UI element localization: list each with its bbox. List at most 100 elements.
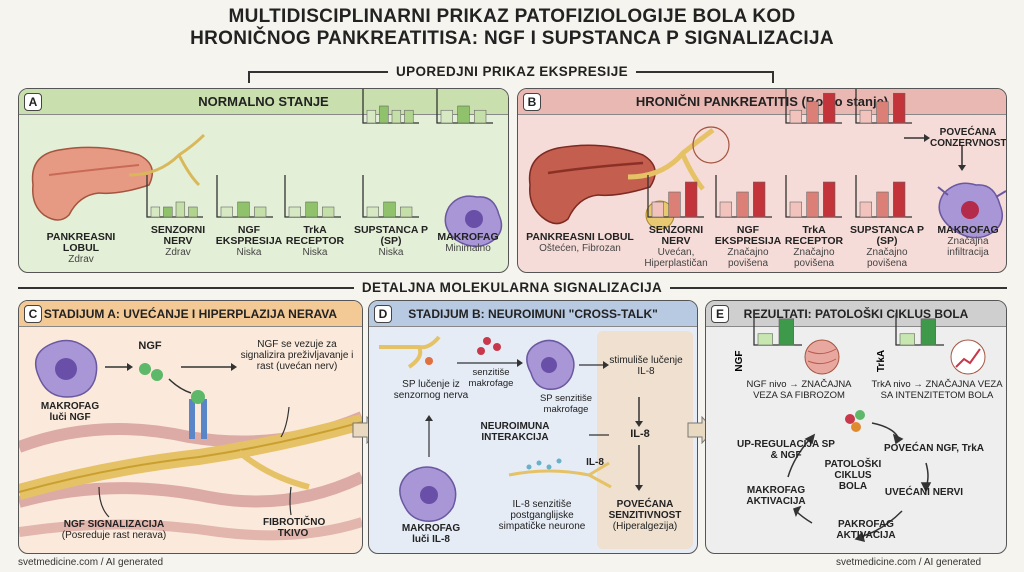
- panel-d-senz-makro: senzitiše makrofage: [468, 367, 514, 389]
- panel-e-makro: MAKROFAG AKTIVACIJA: [746, 485, 806, 507]
- section1-bracket-right: [772, 71, 774, 83]
- chart-bar: [893, 181, 906, 218]
- chart-bar: [457, 105, 470, 124]
- chart-bar: [876, 191, 889, 218]
- chart-bar: [220, 206, 233, 218]
- chart-bar: [404, 109, 414, 124]
- chart-bar: [366, 206, 379, 218]
- panel-c-ngf-label: NGF: [138, 340, 162, 352]
- chart-bar: [651, 201, 664, 218]
- macrophage-bottom-icon: [399, 466, 457, 522]
- panel-a-illustration: [31, 133, 503, 248]
- macrophage-icon: [34, 339, 98, 398]
- panel-b-illustration: [528, 126, 1006, 239]
- chart-bar: [823, 181, 836, 218]
- footer-left: svetmedicine.com / AI generated: [18, 557, 164, 568]
- enlarged-nerve-icon: [19, 414, 362, 500]
- chart-bar: [288, 206, 301, 218]
- chart-bar: [859, 201, 872, 218]
- panel-b-arrow-label: POVEĆANA CONZERVNOST: [930, 127, 1007, 149]
- panel-e-title: REZULTATI: PATOLOŠKI CIKLUS BOLA: [706, 301, 1006, 327]
- panel-e-illustration: [787, 339, 986, 543]
- arrow-down-icon: [958, 145, 966, 171]
- pancreas-healthy-icon: [31, 133, 206, 221]
- panel-d-il8-senz: IL-8 senzitiše postganglijske simpatičke…: [498, 499, 586, 532]
- panel-d-sp-release: SP lučenje iz senzornog nerva: [393, 379, 469, 401]
- chart-bar: [150, 206, 161, 218]
- chart-bar: [685, 181, 698, 218]
- chart-bar: [254, 206, 267, 218]
- panel-d-pov-senz: POVEĆANA SENZITIVNOST(Hiperalgezija): [608, 499, 682, 532]
- panel-d: D STADIJUM B: NEUROIMUNI "CROSS-TALK": [368, 300, 698, 554]
- chart-bar: [920, 318, 936, 346]
- chart-bar: [237, 201, 250, 218]
- panel-d-title: STADIJUM B: NEUROIMUNI "CROSS-TALK": [369, 301, 697, 327]
- section1-title: UPOREDJNI PRIKAZ EKSPRESIJE: [0, 64, 1024, 79]
- arrow-right-icon: [105, 363, 237, 371]
- panel-d-illustration: [379, 335, 643, 522]
- panel-b-sp-label: SUPSTANCA P (SP)Značajno povišena: [849, 224, 925, 270]
- title-line-1: MULTIDISCIPLINARNI PRIKAZ PATOFIZIOLOGIJ…: [228, 6, 796, 27]
- chart-bar: [859, 109, 872, 124]
- chart-bar: [789, 201, 802, 218]
- chart-bar: [379, 105, 389, 124]
- chart-bar: [719, 201, 732, 218]
- chart-bar: [188, 206, 198, 218]
- macrophage-small-icon: [444, 195, 503, 248]
- panel-e-trka-nivo: TrkA nivo → ZNAČAJNA VEZA SA INTENZITETO…: [871, 379, 1003, 401]
- chart-bar: [876, 101, 889, 124]
- panel-e-pov: POVEĆAN NGF, TrkA: [883, 443, 985, 454]
- panel-e-badge: E: [711, 305, 729, 323]
- panel-b-charts: [647, 89, 912, 218]
- panel-c-badge: C: [24, 305, 42, 323]
- chart-bar: [175, 201, 186, 218]
- cycle-arrows-icon: [787, 422, 932, 543]
- pancreas-damaged-icon: [528, 126, 730, 230]
- sensory-neuron-icon: [379, 335, 441, 369]
- title-line-2: HRONIČNOG PANKREATITISA: NGF I SUPSTANCA…: [190, 28, 834, 49]
- panel-c-illustration: [19, 339, 362, 541]
- chart-bar: [440, 109, 453, 124]
- macrophage-top-icon: [526, 339, 575, 390]
- panel-a-sp-label: SUPSTANCA P (SP)Niska: [353, 224, 429, 259]
- chart-bar: [823, 92, 836, 124]
- page-title: MULTIDISCIPLINARNI PRIKAZ PATOFIZIOLOGIJ…: [0, 6, 1024, 50]
- panel-a-title: NORMALNO STANJE: [19, 89, 508, 115]
- chart-bar: [400, 206, 413, 218]
- panel-d-sp-senz: SP senzitiše makrofage: [539, 393, 593, 415]
- panel-e-ngf-nivo: NGF nivo → ZNAČAJNA VEZA SA FIBROZOM: [746, 379, 852, 401]
- panel-c-title: STADIJUM A: UVEĆANJE I HIPERPLAZIJA NERA…: [19, 301, 362, 327]
- panel-b-badge: B: [523, 93, 541, 111]
- chart-bar: [383, 201, 396, 218]
- sp-molecules-icon: [477, 337, 501, 355]
- chart-bar: [322, 206, 335, 218]
- panel-a-badge: A: [24, 93, 42, 111]
- panel-b: B HRONIČNI PANKREATITIS (Bolno stanje) P…: [517, 88, 1007, 273]
- macrophage-activated-icon: [937, 182, 1006, 239]
- trka-receptor-icon: [168, 378, 207, 439]
- chart-bar: [789, 109, 802, 124]
- chart-bar: [163, 206, 173, 218]
- section2-title: DETALJNA MOLEKULARNA SIGNALIZACIJA: [0, 280, 1024, 295]
- panel-d-il8: IL-8: [630, 428, 650, 440]
- cycle-molecules-icon: [845, 410, 865, 432]
- ngf-molecules-icon: [139, 363, 163, 381]
- panel-c-ngf-sig: NGF SIGNALIZACIJA(Posreduje rast nerava): [61, 519, 167, 541]
- panel-e-cycle-center: PATOLOŠKI CIKLUS BOLA: [824, 459, 882, 492]
- arrows-icon: [425, 359, 643, 491]
